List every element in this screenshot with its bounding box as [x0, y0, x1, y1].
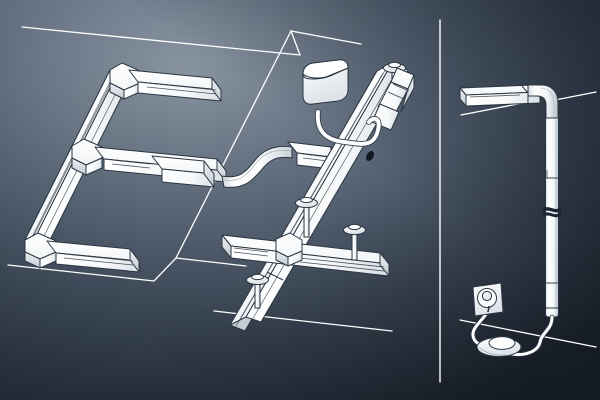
- track-top-arm-groove-1: [146, 82, 217, 91]
- supply-cable: [315, 109, 382, 147]
- track-top-arm-groove-2: [146, 86, 217, 95]
- ceiling-mount-rod-2[interactable]: [295, 196, 318, 238]
- wall-power-outlet[interactable]: [472, 282, 504, 317]
- plug-pin-ring: [481, 290, 493, 302]
- cross-arm-groove-2: [233, 251, 269, 257]
- ceiling-run-cap: [459, 87, 467, 107]
- ceiling-edge-top: [21, 26, 301, 56]
- outlet-cable-body: [471, 309, 490, 346]
- track-middle-arm-groove-2: [111, 163, 151, 169]
- rod-1-canopy-top: [388, 61, 401, 69]
- cross-arm-cap-right: [379, 252, 390, 277]
- rod-2-shaft: [303, 202, 310, 238]
- coupler-band-stroke-2: [542, 212, 562, 218]
- track-bottom-arm-cap: [129, 248, 140, 273]
- coupler-face-cap: [203, 160, 215, 188]
- ceiling-track-run[interactable]: [459, 84, 541, 107]
- ceiling-edge-upper-right: [289, 30, 362, 56]
- cross-connector[interactable]: [275, 232, 303, 267]
- foot-switch-seam: [478, 346, 507, 356]
- ceiling-edge-lower-right: [175, 257, 247, 267]
- plug-cable-stub: [487, 305, 490, 313]
- track-end-cap: [545, 307, 559, 318]
- inline-coupler-middle-arm[interactable]: [151, 155, 215, 188]
- rod-3-canopy-top: [348, 223, 361, 231]
- diagonal-section-joint: [266, 271, 284, 281]
- outlet-cable: [470, 308, 491, 347]
- corner-connector-bottom[interactable]: [24, 232, 57, 269]
- junction-box-edge: [302, 67, 349, 79]
- rod-2-canopy-top: [300, 196, 313, 204]
- mains-plug[interactable]: [477, 288, 497, 313]
- ceiling-edge-right-run: [175, 30, 292, 259]
- cross-arm-groove-1: [233, 247, 269, 253]
- ceiling-mount-rod-3[interactable]: [343, 223, 366, 261]
- ceiling-suspension-rods[interactable]: [246, 61, 406, 309]
- ceiling-edge-lower: [7, 257, 177, 282]
- track-polarity-marker: [366, 151, 374, 161]
- track-top-arm[interactable]: [128, 69, 222, 102]
- track-coupler-band[interactable]: [542, 207, 562, 218]
- e-shaped-track-assembly[interactable]: [24, 62, 227, 273]
- cross-arm-groove-3: [299, 257, 385, 268]
- wall-down-track[interactable]: [542, 117, 562, 318]
- track-coupler-upper[interactable]: [545, 170, 559, 179]
- corner-connector-top[interactable]: [109, 62, 141, 100]
- ceiling-mount-rod-4[interactable]: [246, 273, 269, 309]
- ceiling-junction-box[interactable]: [302, 59, 349, 105]
- track-end-feed-adapter[interactable]: [371, 67, 415, 131]
- track-bottom-arm-groove-2: [63, 257, 134, 266]
- cross-arm-cap-left: [221, 234, 232, 259]
- cross-arm-groove-4: [299, 261, 385, 272]
- foot-switch-cap: [488, 336, 516, 350]
- track-bottom-arm[interactable]: [46, 240, 140, 273]
- floor-line: [459, 319, 597, 348]
- coupler-band-stroke: [542, 207, 562, 213]
- diagonal-groove-3: [251, 66, 400, 321]
- track-top-arm-cap: [211, 77, 222, 102]
- track-bottom-arm-groove-1: [63, 253, 134, 262]
- tee-connector-middle[interactable]: [71, 138, 103, 176]
- inline-foot-switch[interactable]: [476, 336, 522, 357]
- feed-detail-line-2: [387, 91, 405, 100]
- track-bend-highlight: [539, 87, 555, 119]
- track-middle-arm-groove-1: [111, 159, 151, 165]
- rod-4-canopy-top: [251, 273, 264, 281]
- feed-detail-line-1: [392, 83, 410, 92]
- flex-connector-highlight: [223, 149, 292, 181]
- feed-body-side: [400, 74, 415, 113]
- supply-cable-body: [315, 110, 381, 146]
- ceiling-run-groove: [469, 94, 521, 98]
- cross-hub-right: [287, 250, 303, 267]
- tee-face-right: [85, 157, 103, 176]
- left-guide-lines: [7, 26, 393, 332]
- flex-connector-body: [221, 145, 293, 188]
